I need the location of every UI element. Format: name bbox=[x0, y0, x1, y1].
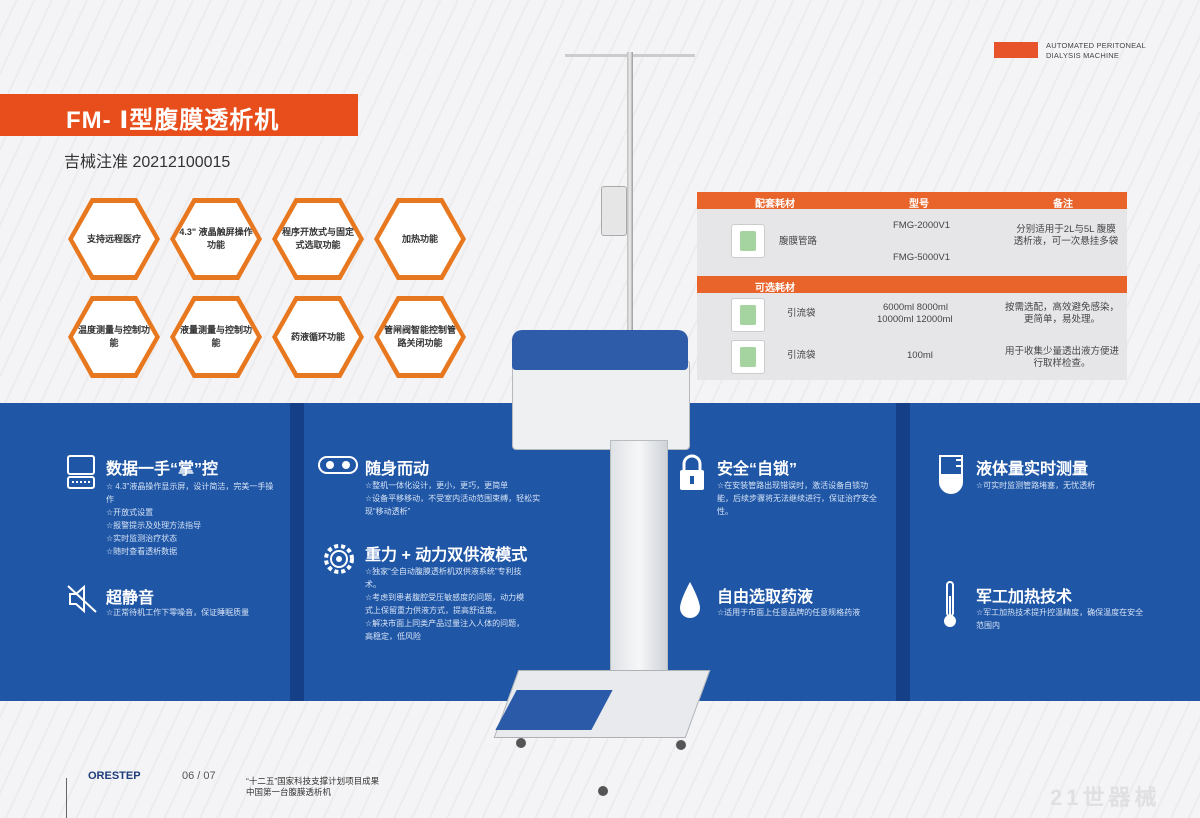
feature-hex-label: 4.3" 液晶触屏操作功能 bbox=[179, 227, 253, 250]
feature-hex: 温度测量与控制功能 bbox=[68, 296, 160, 378]
row1-model-a: FMG-2000V1 bbox=[893, 220, 951, 231]
optional-header-row: 可选耗材 bbox=[697, 276, 1127, 294]
data-control-line: ☆报警提示及处理方法指导 bbox=[106, 521, 202, 530]
data-control-line: ☆随时查看透析数据 bbox=[106, 547, 178, 556]
panel-divider bbox=[290, 403, 304, 701]
hanging-scale-device bbox=[601, 186, 627, 236]
feature-hex-label: 药液循环功能 bbox=[290, 331, 345, 342]
feature-hex-label: 管闸阀智能控制管路关闭功能 bbox=[383, 325, 456, 348]
machine-cabinet bbox=[512, 360, 690, 450]
consumables-table: 配套耗材 型号 备注 腹膜管路 FMG-2000V1 FMG-5000V1 分别… bbox=[697, 192, 1127, 380]
gravity-line: ☆独家“全自动腹膜透析机双供液系统”专利技术。 bbox=[365, 567, 522, 589]
brand-color-tag bbox=[994, 42, 1038, 58]
data-control-title: 数据一手“掌”控 bbox=[106, 461, 219, 478]
footer-logo: ORESTEP bbox=[88, 770, 141, 782]
table-header-item: 配套耗材 bbox=[755, 199, 795, 210]
drain-bag-image bbox=[731, 298, 765, 332]
watermark: 21世器械 bbox=[1050, 785, 1161, 810]
row3-note: 用于收集少量透出液方便进行取样检查。 bbox=[1005, 346, 1120, 369]
data-control-text: ☆ 4.3"液晶操作显示屏，设计简洁，完美一手操作 ☆开放式设置 ☆报警提示及处… bbox=[106, 480, 276, 558]
row3-model: 100ml bbox=[907, 350, 933, 361]
mobile-text: ☆整机一体化设计，更小，更巧，更简单 ☆设备平移移动，不受室内活动范围束缚，轻松… bbox=[365, 479, 545, 518]
registration-number: 吉械注准 20212100015 bbox=[64, 154, 231, 171]
row1-name: 腹膜管路 bbox=[779, 236, 818, 247]
page-number: 06 / 07 bbox=[182, 770, 216, 782]
brand-caption-line2: DIALYSIS MACHINE bbox=[1046, 51, 1120, 60]
page-title: FM- Ⅰ型腹膜透析机 bbox=[66, 107, 280, 134]
drug-title: 自由选取药液 bbox=[717, 589, 814, 606]
data-control-line: ☆ 4.3"液晶操作显示屏，设计简洁，完美一手操作 bbox=[106, 482, 274, 504]
sample-bag-image bbox=[731, 340, 765, 374]
row2-model-b: 10000ml 12000ml bbox=[877, 314, 953, 325]
table-header-note: 备注 bbox=[1053, 199, 1073, 210]
feature-hex: 管闸阀智能控制管路关闭功能 bbox=[374, 296, 466, 378]
feature-hex-label: 加热功能 bbox=[401, 233, 438, 244]
heat-title: 军工加热技术 bbox=[976, 589, 1073, 606]
row2-note: 按需选配，高效避免感染，更简单，易处理。 bbox=[1005, 302, 1120, 325]
gravity-title: 重力 + 动力双供液模式 bbox=[365, 547, 528, 564]
table-header-model: 型号 bbox=[909, 199, 929, 210]
lock-text: ☆在安装管路出现错误时，激活设备自锁功能，后续步骤将无法继续进行，保证治疗安全性… bbox=[717, 481, 877, 516]
mobile-line: ☆整机一体化设计，更小，更巧，更简单 bbox=[365, 481, 509, 490]
silent-text: ☆正常待机工作下零噪音，保证睡眠质量 bbox=[106, 608, 250, 617]
footer-note-line1: “十二五”国家科技支撑计划项目成果 bbox=[246, 776, 380, 786]
measure-title: 液体量实时测量 bbox=[976, 461, 1089, 478]
drug-text: ☆适用于市面上任意品牌的任意规格药液 bbox=[717, 608, 861, 617]
feature-band bbox=[0, 403, 1200, 701]
feature-hex: 程序开放式与固定式选取功能 bbox=[272, 198, 364, 280]
thermometer-icon bbox=[942, 580, 958, 635]
gravity-line: ☆解决市面上同类产品过量注入人体的问题，高稳定，低风险 bbox=[365, 619, 525, 641]
footer-note-line2: 中国第一台腹膜透析机 bbox=[246, 787, 332, 797]
panel-divider bbox=[896, 403, 910, 701]
row2-name: 引流袋 bbox=[787, 308, 816, 319]
optional-header-label: 可选耗材 bbox=[755, 283, 795, 294]
keyboard-icon bbox=[66, 454, 96, 495]
feature-hex: 加热功能 bbox=[374, 198, 466, 280]
row3-name: 引流袋 bbox=[787, 350, 816, 361]
wheels-icon bbox=[318, 456, 358, 479]
footer-divider bbox=[66, 778, 67, 818]
caster-wheel bbox=[598, 786, 608, 796]
droplet-icon bbox=[678, 580, 702, 625]
feature-hex-label: 温度测量与控制功能 bbox=[77, 325, 150, 348]
gravity-line: ☆考虑到患者腹腔受压敏感度的问题，动力模式上保留重力供液方式，提高舒适度。 bbox=[365, 593, 525, 615]
lock-icon bbox=[678, 454, 706, 497]
row2-model-a: 6000ml 8000ml bbox=[883, 302, 948, 313]
data-control-line: ☆开放式设置 bbox=[106, 508, 154, 517]
data-control-line: ☆实时监测治疗状态 bbox=[106, 534, 178, 543]
mute-speaker-icon bbox=[66, 584, 98, 619]
row1-model-b: FMG-5000V1 bbox=[893, 252, 951, 263]
feature-hex-label: 液量测量与控制功能 bbox=[179, 325, 252, 348]
feature-hex-label: 支持远程医疗 bbox=[86, 233, 141, 244]
row1-note: 分别适用于2L与5L 腹膜透析液，可一次悬挂多袋 bbox=[1013, 224, 1119, 247]
feature-hex-label: 程序开放式与固定式选取功能 bbox=[281, 227, 354, 250]
tube-set-image bbox=[731, 224, 765, 258]
mobile-title: 随身而动 bbox=[365, 461, 430, 478]
feature-hex: 液量测量与控制功能 bbox=[170, 296, 262, 378]
caster-wheel bbox=[516, 738, 526, 748]
caster-wheel bbox=[676, 740, 686, 750]
gear-icon bbox=[320, 540, 358, 583]
heat-text: ☆军工加热技术提升控温精度，确保温度在安全范围内 bbox=[976, 608, 1144, 630]
title-banner bbox=[0, 94, 358, 136]
lock-title: 安全“自锁” bbox=[717, 461, 798, 478]
measure-text: ☆可实时监测管路堵塞，无忧透析 bbox=[976, 481, 1096, 490]
mobile-line: ☆设备平移移动，不受室内活动范围束缚，轻松实现“移动透析” bbox=[365, 494, 541, 516]
gravity-text: ☆独家“全自动腹膜透析机双供液系统”专利技术。 ☆考虑到患者腹腔受压敏感度的问题… bbox=[365, 565, 529, 643]
brand-caption: AUTOMATED PERITONEAL DIALYSIS MACHINE bbox=[1046, 41, 1146, 61]
footer-note: “十二五”国家科技支撑计划项目成果 中国第一台腹膜透析机 bbox=[246, 776, 379, 798]
brand-caption-line1: AUTOMATED PERITONEAL bbox=[1046, 41, 1146, 50]
machine-lid bbox=[512, 330, 688, 370]
feature-hex: 支持远程医疗 bbox=[68, 198, 160, 280]
silent-title: 超静音 bbox=[106, 590, 155, 607]
feature-hex: 4.3" 液晶触屏操作功能 bbox=[170, 198, 262, 280]
table-header-row: 配套耗材 型号 备注 bbox=[697, 192, 1127, 210]
feature-hex: 药液循环功能 bbox=[272, 296, 364, 378]
beaker-icon bbox=[936, 454, 966, 499]
iv-pole bbox=[627, 52, 633, 352]
